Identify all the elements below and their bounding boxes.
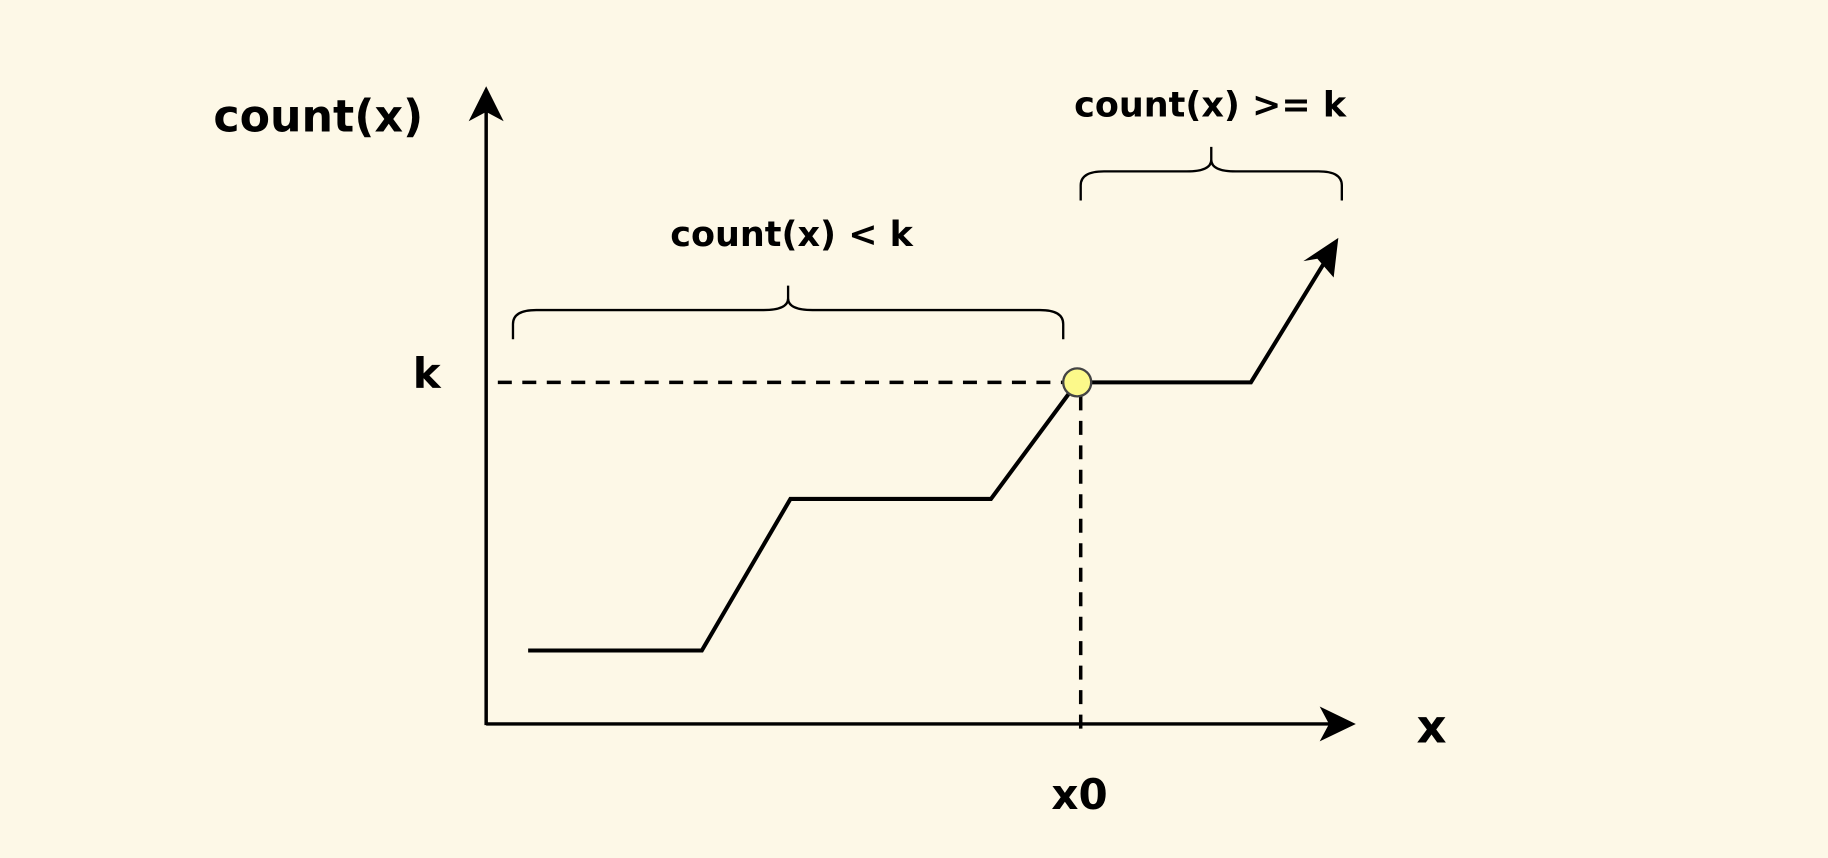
brace-right-label: count(x) >= k [1074,86,1347,126]
x0-label: x0 [1051,770,1107,819]
count-curve [528,257,1329,653]
x-axis-label: x [1417,700,1447,754]
curve-arrowhead [1303,237,1339,278]
brace-left-label: count(x) < k [670,215,913,255]
x-axis-arrowhead [1319,706,1356,742]
y-axis-arrowhead [468,86,504,122]
brace-left [511,285,1065,340]
brace-right [1079,146,1343,201]
y-axis-label: count(x) [213,92,423,143]
k-label: k [413,349,442,398]
intersection-point [1062,367,1093,398]
